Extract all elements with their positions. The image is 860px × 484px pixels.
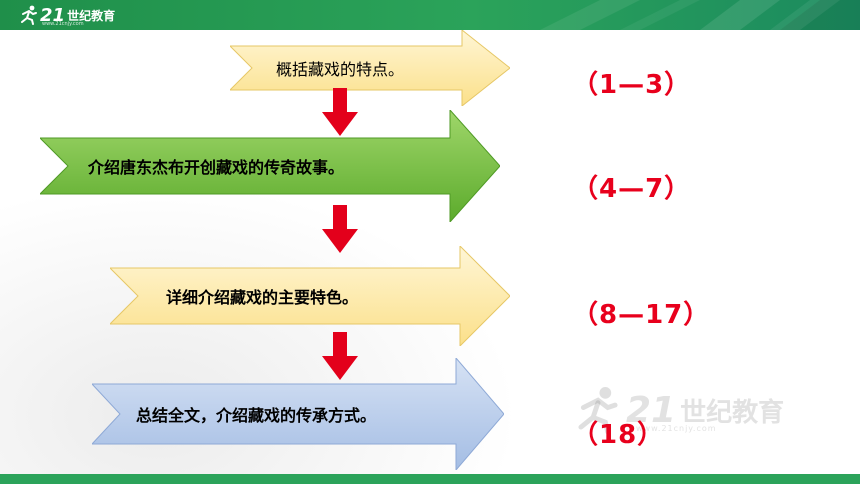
arrow-shape-3 bbox=[110, 246, 510, 346]
banner-decoration bbox=[540, 0, 860, 30]
runner-icon bbox=[21, 5, 37, 25]
down-arrow-icon bbox=[322, 205, 358, 253]
step-label-2: 介绍唐东杰布开创藏戏的传奇故事。 bbox=[88, 158, 345, 177]
step-arrow-3: 详细介绍藏戏的主要特色。 bbox=[110, 246, 510, 346]
down-arrow-icon bbox=[322, 332, 358, 380]
logo-text: 世纪教育 bbox=[67, 8, 116, 23]
step-arrow-4: 总结全文，介绍藏戏的传承方式。 bbox=[92, 358, 504, 470]
step-arrow-1: 概括藏戏的特点。 bbox=[230, 30, 510, 106]
paragraph-range-3: （8—17） bbox=[572, 300, 711, 330]
watermark-text: 世纪教育 bbox=[680, 397, 785, 428]
paragraph-range-2: （4—7） bbox=[572, 174, 692, 204]
watermark-logo: 21 世纪教育 www.21cnjy.com bbox=[576, 380, 816, 440]
watermark-runner-icon bbox=[578, 387, 618, 435]
step-label-3: 详细介绍藏戏的主要特色。 bbox=[166, 288, 359, 307]
top-banner: 21 世纪教育 www.21cnjy.com bbox=[0, 0, 860, 30]
watermark-number: 21 bbox=[626, 389, 677, 431]
paragraph-range-4: （18） bbox=[572, 420, 665, 450]
arrow-shape-4 bbox=[92, 358, 504, 470]
step-label-1: 概括藏戏的特点。 bbox=[276, 60, 405, 79]
bottom-banner bbox=[0, 474, 860, 484]
logo-number: 21 bbox=[40, 4, 66, 26]
step-label-4: 总结全文，介绍藏戏的传承方式。 bbox=[136, 406, 377, 425]
arrow-shape-2 bbox=[40, 110, 500, 222]
arrow-shape-1 bbox=[230, 30, 510, 106]
down-arrow-icon bbox=[322, 88, 358, 136]
watermark-url: www.21cnjy.com bbox=[636, 424, 717, 433]
paragraph-range-1: （1—3） bbox=[572, 70, 692, 100]
site-logo: 21 世纪教育 www.21cnjy.com bbox=[20, 3, 115, 27]
logo-url: www.21cnjy.com bbox=[42, 21, 84, 27]
step-arrow-2: 介绍唐东杰布开创藏戏的传奇故事。 bbox=[40, 110, 500, 222]
